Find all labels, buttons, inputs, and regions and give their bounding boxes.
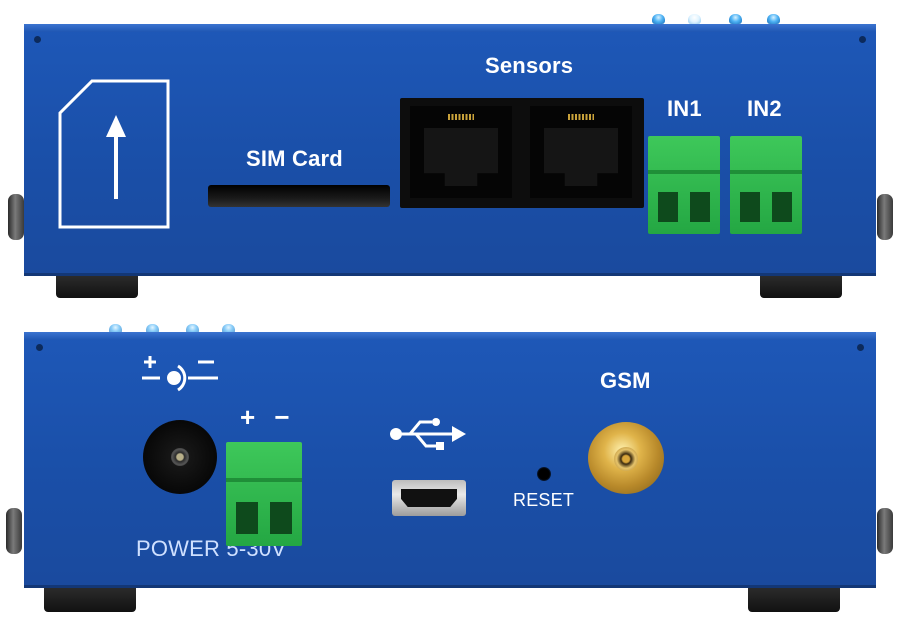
sim-card-slot[interactable] [208, 185, 390, 207]
status-led [109, 324, 122, 334]
status-led [652, 14, 665, 24]
sensors-label: Sensors [485, 53, 574, 78]
screw [34, 36, 41, 43]
sim-card-icon [58, 79, 170, 229]
screw [857, 344, 864, 351]
power-terminal-block[interactable] [226, 442, 302, 546]
status-led [222, 324, 235, 334]
status-led [767, 14, 780, 24]
sensor-ports [400, 98, 644, 208]
rubber-foot [44, 588, 136, 612]
sensor-port-2[interactable] [530, 106, 632, 198]
status-led [186, 324, 199, 334]
reset-label: RESET [513, 490, 575, 510]
rubber-foot [748, 588, 840, 612]
in1-terminal-block[interactable] [648, 136, 720, 234]
in1-label: IN1 [667, 96, 702, 121]
mounting-knob-right [877, 508, 893, 554]
mounting-knob-left [6, 508, 22, 554]
usb-icon [390, 418, 466, 450]
mounting-knob-right [877, 194, 893, 240]
in2-label: IN2 [747, 96, 782, 121]
screw [859, 36, 866, 43]
sensor-port-1[interactable] [410, 106, 512, 198]
polarity-label: + − [240, 402, 296, 432]
status-led [729, 14, 742, 24]
sim-card-label: SIM Card [246, 146, 343, 171]
status-led [146, 324, 159, 334]
gsm-antenna-connector[interactable] [588, 422, 664, 494]
screw [36, 344, 43, 351]
rubber-foot [760, 276, 842, 298]
reset-button[interactable] [537, 467, 551, 481]
gsm-label: GSM [600, 368, 651, 393]
rubber-foot [56, 276, 138, 298]
status-led [688, 14, 701, 24]
dc-polarity-icon [142, 356, 218, 392]
dc-power-jack[interactable] [143, 420, 217, 494]
in2-terminal-block[interactable] [730, 136, 802, 234]
mounting-knob-left [8, 194, 24, 240]
mini-usb-port[interactable] [392, 480, 466, 516]
